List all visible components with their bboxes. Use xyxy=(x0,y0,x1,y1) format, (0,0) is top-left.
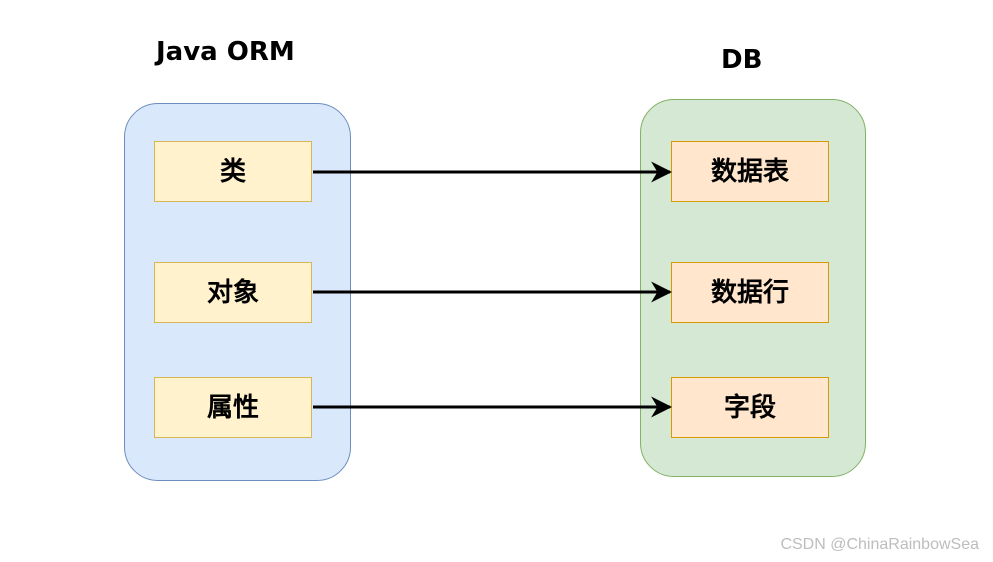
data-table-node: 数据表 xyxy=(671,141,829,202)
object-label: 对象 xyxy=(206,277,259,308)
object-node: 对象 xyxy=(154,262,312,323)
data-table-label: 数据表 xyxy=(710,156,789,187)
java-orm-title: Java ORM xyxy=(156,37,295,67)
data-row-label: 数据行 xyxy=(710,277,789,308)
db-title: DB xyxy=(721,45,763,75)
watermark: CSDN @ChinaRainbowSea xyxy=(780,536,979,553)
class-node: 类 xyxy=(154,141,312,202)
field-node: 字段 xyxy=(671,377,829,438)
class-label: 类 xyxy=(219,156,246,187)
attribute-label: 属性 xyxy=(206,392,259,423)
data-row-node: 数据行 xyxy=(671,262,829,323)
field-label: 字段 xyxy=(723,392,776,423)
attribute-node: 属性 xyxy=(154,377,312,438)
